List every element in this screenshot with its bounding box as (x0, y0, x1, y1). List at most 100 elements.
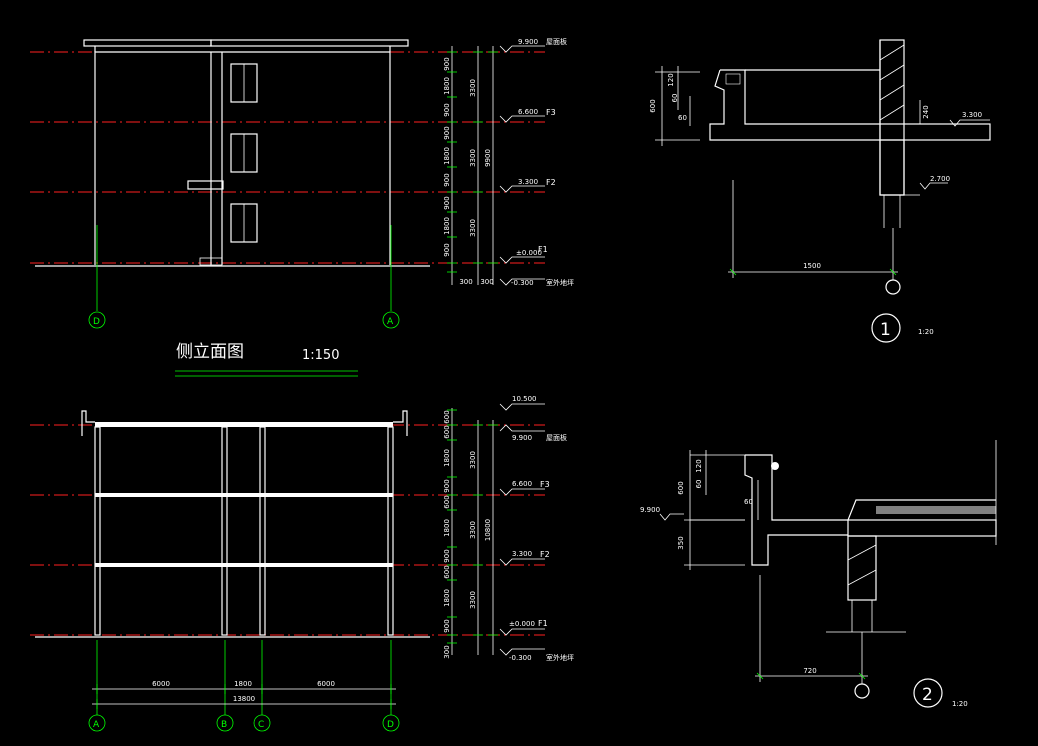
svg-text:室外地坪: 室外地坪 (546, 278, 574, 287)
elevation-dim-ticks (447, 51, 498, 273)
svg-text:屋面板: 屋面板 (546, 433, 567, 442)
detail1-scale: 1:20 (918, 328, 934, 336)
detail2-scale: 1:20 (952, 700, 968, 708)
detail-2: 600 120 60 60 350 9.900 720 2 1:20 (640, 440, 997, 708)
grid-bubble-a (88, 714, 106, 732)
grid-label-d: D (93, 317, 100, 327)
svg-text:9.900: 9.900 (512, 434, 532, 442)
svg-text:600: 600 (443, 410, 451, 423)
svg-text:3300: 3300 (469, 149, 477, 167)
section-roof-slab (95, 422, 393, 427)
svg-text:±0.000: ±0.000 (516, 249, 542, 257)
svg-text:600: 600 (443, 495, 451, 508)
svg-text:3.300: 3.300 (962, 111, 982, 119)
svg-text:120: 120 (667, 73, 675, 86)
svg-text:300: 300 (443, 645, 451, 658)
grid-bubble-a (382, 311, 400, 329)
roof-parapet-right (210, 39, 409, 47)
roof-parapet-left (83, 39, 212, 47)
svg-text:6.600: 6.600 (518, 108, 538, 116)
svg-text:120: 120 (695, 459, 703, 472)
svg-text:9.900: 9.900 (518, 38, 538, 46)
svg-text:1800: 1800 (443, 519, 451, 537)
elevation-total-height: 9900 (484, 149, 492, 167)
svg-text:3300: 3300 (469, 591, 477, 609)
canopy (187, 180, 224, 190)
svg-text:60: 60 (744, 498, 753, 506)
detail-1: 600 120 60 60 1500 3.300 240 2.700 1 1: (649, 39, 991, 343)
detail1-callout (871, 313, 901, 343)
svg-text:3300: 3300 (469, 79, 477, 97)
elevation-windows (230, 63, 258, 243)
svg-text:3.300: 3.300 (512, 550, 532, 558)
svg-text:2: 2 (922, 685, 933, 705)
svg-text:60: 60 (671, 94, 679, 103)
svg-text:-0.300: -0.300 (511, 279, 534, 287)
svg-text:1: 1 (880, 320, 891, 340)
svg-text:室外地坪: 室外地坪 (546, 653, 574, 662)
svg-text:900: 900 (443, 103, 451, 116)
svg-text:A: A (93, 720, 100, 730)
svg-text:F3: F3 (540, 480, 550, 489)
svg-text:F3: F3 (546, 108, 556, 117)
svg-text:F1: F1 (538, 619, 548, 628)
svg-text:6.600: 6.600 (512, 480, 532, 488)
span-bc: 1800 (234, 680, 252, 688)
svg-text:300: 300 (480, 278, 493, 286)
section-walls (94, 426, 394, 636)
detail2-grid-bubble (854, 683, 870, 699)
svg-text:900: 900 (443, 549, 451, 562)
svg-text:350: 350 (677, 536, 685, 549)
svg-text:F2: F2 (546, 178, 556, 187)
svg-text:9.900: 9.900 (640, 506, 660, 514)
detail1-floor-slab (879, 123, 991, 141)
detail1-grid-bubble (885, 279, 901, 295)
section-level-marks (499, 403, 545, 656)
grid-bubble-b (216, 714, 234, 732)
svg-text:900: 900 (443, 619, 451, 632)
svg-text:1800: 1800 (443, 217, 451, 235)
elevation-title: 侧立面图 (176, 342, 244, 362)
svg-text:600: 600 (443, 565, 451, 578)
svg-text:屋面板: 屋面板 (546, 37, 567, 46)
svg-text:240: 240 (922, 105, 930, 118)
span-total: 13800 (233, 695, 255, 703)
svg-text:900: 900 (443, 173, 451, 186)
svg-text:60: 60 (678, 114, 687, 122)
svg-text:10.500: 10.500 (512, 395, 537, 403)
span-cd: 6000 (317, 680, 335, 688)
svg-text:600: 600 (443, 425, 451, 438)
svg-text:1800: 1800 (443, 449, 451, 467)
section-floor-slab-2 (95, 563, 393, 567)
detail2-callout (913, 678, 943, 708)
svg-text:-0.300: -0.300 (509, 654, 532, 662)
detail1-width: 1500 (803, 262, 821, 270)
svg-text:3.300: 3.300 (518, 178, 538, 186)
grid-bubble-d (88, 311, 106, 329)
section-total-height: 10800 (484, 519, 492, 541)
section-drawing: 6000 1800 6000 13800 A B C D 600 600 180… (30, 395, 574, 732)
svg-text:300: 300 (459, 278, 472, 286)
svg-text:3300: 3300 (469, 451, 477, 469)
grid-bubble-c (253, 714, 271, 732)
svg-text:F2: F2 (540, 550, 550, 559)
detail1-gutter-outline (720, 40, 881, 125)
detail2-roof-slab (847, 519, 997, 537)
svg-text:60: 60 (695, 480, 703, 489)
grid-label-a: A (387, 317, 394, 327)
svg-text:C: C (258, 720, 264, 730)
side-elevation: D A 900 1800 900 900 1800 900 900 1800 9… (30, 37, 574, 377)
svg-text:1800: 1800 (443, 147, 451, 165)
svg-text:900: 900 (443, 479, 451, 492)
svg-text:D: D (387, 720, 394, 730)
svg-text:3300: 3300 (469, 219, 477, 237)
detail2-drip-point (771, 462, 779, 470)
svg-text:600: 600 (677, 481, 685, 494)
detail2-gutter-outline (745, 454, 996, 521)
svg-text:900: 900 (443, 243, 451, 256)
grid-bubble-d (382, 714, 400, 732)
svg-text:900: 900 (443, 196, 451, 209)
svg-text:B: B (221, 720, 227, 730)
svg-text:900: 900 (443, 57, 451, 70)
